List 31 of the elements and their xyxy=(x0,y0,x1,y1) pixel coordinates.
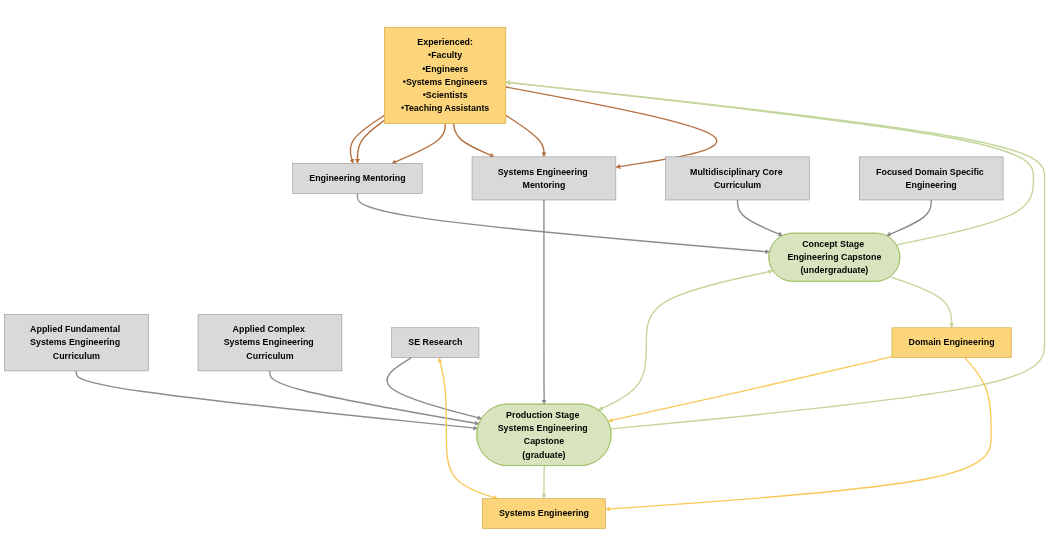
node-box: Domain Engineering xyxy=(891,327,1012,358)
arrow xyxy=(437,357,498,500)
node-box: Applied Fundamental Systems Engineering Curriculum xyxy=(4,314,149,372)
arrow xyxy=(391,122,446,164)
node-box: Applied Complex Systems Engineering Curriculum xyxy=(197,314,343,372)
arrow xyxy=(889,276,955,328)
arrow xyxy=(505,114,547,158)
node-box: Multidisciplinary Core Curriculum xyxy=(665,156,810,201)
arrow xyxy=(505,80,1046,430)
node-box: Experienced: •Faculty •Engineers •Systems Engineers •Scientists •Teaching Assistants xyxy=(384,27,507,124)
arrow xyxy=(452,122,495,158)
node-box: SE Research xyxy=(391,327,480,358)
arrow xyxy=(598,269,774,411)
node-box: Systems Engineering Mentoring xyxy=(471,156,617,201)
arrow xyxy=(541,199,547,405)
arrow xyxy=(736,199,784,237)
arrow xyxy=(607,356,893,423)
node-box: Systems Engineering xyxy=(482,498,606,529)
arrow xyxy=(541,465,547,499)
arrow xyxy=(75,370,479,431)
arrow xyxy=(605,356,992,512)
node-box: Focused Domain Specific Engineering xyxy=(859,156,1004,201)
arrow xyxy=(505,80,1035,246)
node-box: Engineering Mentoring xyxy=(292,163,423,194)
arrow xyxy=(505,86,718,169)
arrow xyxy=(386,356,483,420)
arrow xyxy=(355,119,386,164)
arrow xyxy=(356,192,770,255)
arrow xyxy=(349,114,386,164)
arrow xyxy=(269,370,480,426)
arrow xyxy=(886,199,932,237)
